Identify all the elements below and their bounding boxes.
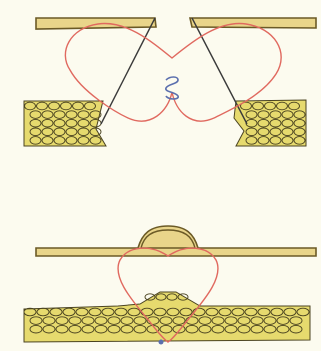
suture-knot-tied-icon: [159, 340, 164, 345]
skin-layer-left: [36, 18, 156, 29]
tissue-block-left: [24, 101, 106, 146]
tissue-block-right: [234, 100, 306, 146]
skin-layer-right: [190, 18, 316, 28]
